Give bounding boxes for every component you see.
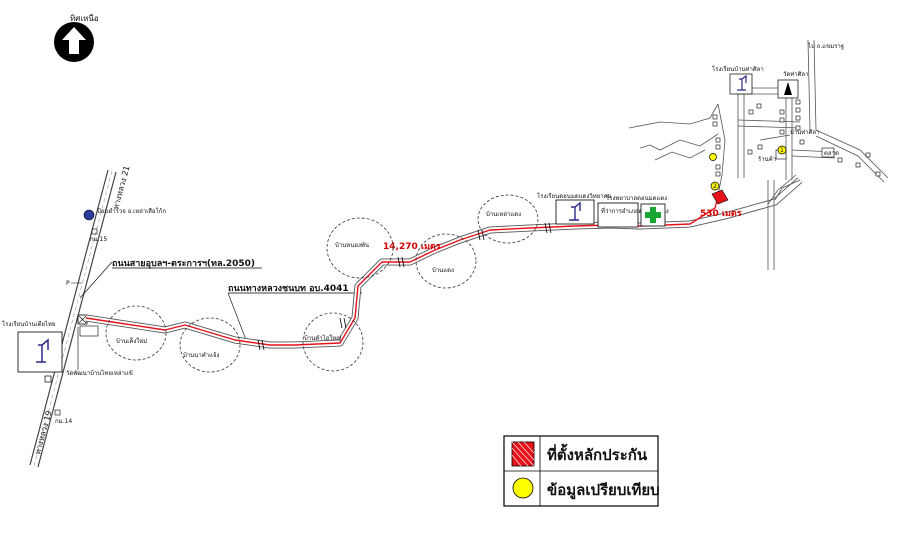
road-2050-label: ถนนสายอุบลฯ-ตระการฯ(ทล.2050): [112, 259, 255, 269]
compare-point-2-icon: [710, 181, 720, 191]
road-4041-label: ถนนทางหลวงชนบท อบ.4041: [228, 284, 349, 294]
stake-location: [711, 189, 729, 205]
temple-top-label: วัดท่าศิลา: [783, 71, 808, 78]
km15-marker: กม.15: [90, 228, 107, 243]
hospital-cross-icon: [645, 207, 661, 223]
village-5-circle: [415, 233, 477, 289]
junction-box: [77, 314, 99, 370]
village-3-label: บ้านคำไฮใหญ่: [304, 334, 341, 342]
village-1-label: บ้านเค็งใหม่: [116, 336, 147, 345]
compare-point-1-icon: [777, 145, 787, 155]
village-1-circle: [105, 305, 167, 361]
school-left: โรงเรียนบ้านเตียไทย: [2, 320, 63, 373]
distance-last-label: 530 เมตร: [700, 209, 742, 219]
district-office-icon: [597, 202, 639, 228]
district-office: ที่ว่าการอำเภอดอนมดแดง: [597, 202, 669, 228]
km14-label: กม.14: [55, 418, 72, 425]
market-label: ตลาด: [824, 150, 839, 157]
p-label: P: [66, 280, 70, 287]
school-top-icon: [729, 73, 753, 95]
village-4-circle: [326, 217, 394, 279]
compare-point-3-icon: [709, 153, 717, 161]
hospital-label: โรงพยาบาลดอนมดแดง: [606, 194, 667, 202]
legend-compare-label: ข้อมูลเปรียบเทียบ: [547, 481, 660, 500]
village-5-label: บ้านแดง: [432, 267, 454, 274]
stake-location-icon: [711, 189, 729, 205]
village-2-label: บ้านนาคำแจ้ง: [183, 352, 220, 359]
police-icon: [83, 209, 95, 221]
school-top-label: โรงเรียนบ้านท่าศิลา: [712, 65, 764, 73]
police-post: ป้อมตำรวจ อ.เหล่าเสือโก้ก: [83, 207, 166, 221]
compare-point-3: [709, 153, 717, 161]
legend: ที่ตั้งหลักประกัน ข้อมูลเปรียบเทียบ: [503, 435, 660, 507]
village-7-label: บ้านท่าศิลา: [790, 129, 819, 136]
highway-21-label: ทางหลวง 21: [111, 165, 131, 211]
shop-label: ร้านค้า: [758, 156, 776, 163]
school-left-icon: [17, 331, 63, 373]
hospital: โรงพยาบาลดอนมดแดง: [606, 194, 667, 227]
road-2050: ถนนสายอุบลฯ-ตระการฯ(ทล.2050): [79, 259, 262, 299]
compass-label: ทิศเหนือ: [70, 14, 99, 23]
north-compass: ทิศเหนือ: [54, 14, 99, 62]
temple-left-label: วัดพัฒนาบ้านไทยเหล่าแข้: [66, 369, 133, 377]
culvert-marks: [257, 222, 552, 351]
school-mid: โรงเรียนดอนมดแดงวิทยาคม: [537, 192, 612, 225]
village-2-circle: [179, 317, 241, 373]
school-mid-label: โรงเรียนดอนมดแดงวิทยาคม: [537, 192, 612, 200]
temple-top: วัดท่าศิลา: [777, 71, 808, 99]
market: ตลาด: [821, 147, 839, 158]
km14-marker: กม.14: [54, 409, 72, 425]
village-4-label: บ้านหนองพัน: [335, 242, 369, 249]
p-marker: P: [66, 280, 82, 287]
km15-label: กม.15: [90, 236, 107, 243]
village-6-label: บ้านเหล่าแดง: [486, 211, 521, 218]
town-houses: [712, 99, 881, 177]
legend-stake-label: ที่ตั้งหลักประกัน: [547, 443, 648, 464]
compare-point-1: 1: [777, 145, 787, 155]
village-6-circle: [477, 194, 539, 244]
temple-left: วัดพัฒนาบ้านไทยเหล่าแข้: [44, 369, 133, 383]
distance-main-label: 14,270 เมตร: [383, 242, 441, 252]
village-3-circle: [302, 312, 364, 372]
point-1-label: 1: [780, 147, 784, 154]
school-top: โรงเรียนบ้านท่าศิลา: [712, 65, 764, 95]
town-roads: [628, 39, 889, 270]
school-left-label: โรงเรียนบ้านเตียไทย: [2, 320, 56, 328]
point-2-label: 2: [713, 183, 717, 190]
village-circles: [105, 194, 539, 373]
compare-point-2: 2: [710, 181, 720, 191]
district-office-label: ที่ว่าการอำเภอดอนมดแดง: [601, 207, 669, 215]
legend-compare-icon: [512, 477, 534, 499]
police-label: ป้อมตำรวจ อ.เหล่าเสือโก้ก: [97, 207, 166, 215]
right-top-road-label: ไป ถ.แขมราฐ: [807, 42, 844, 50]
highway-19-label: ทางหลวง 19: [33, 410, 53, 456]
road-4041: ถนนทางหลวงชนบท อบ.4041: [227, 284, 362, 346]
